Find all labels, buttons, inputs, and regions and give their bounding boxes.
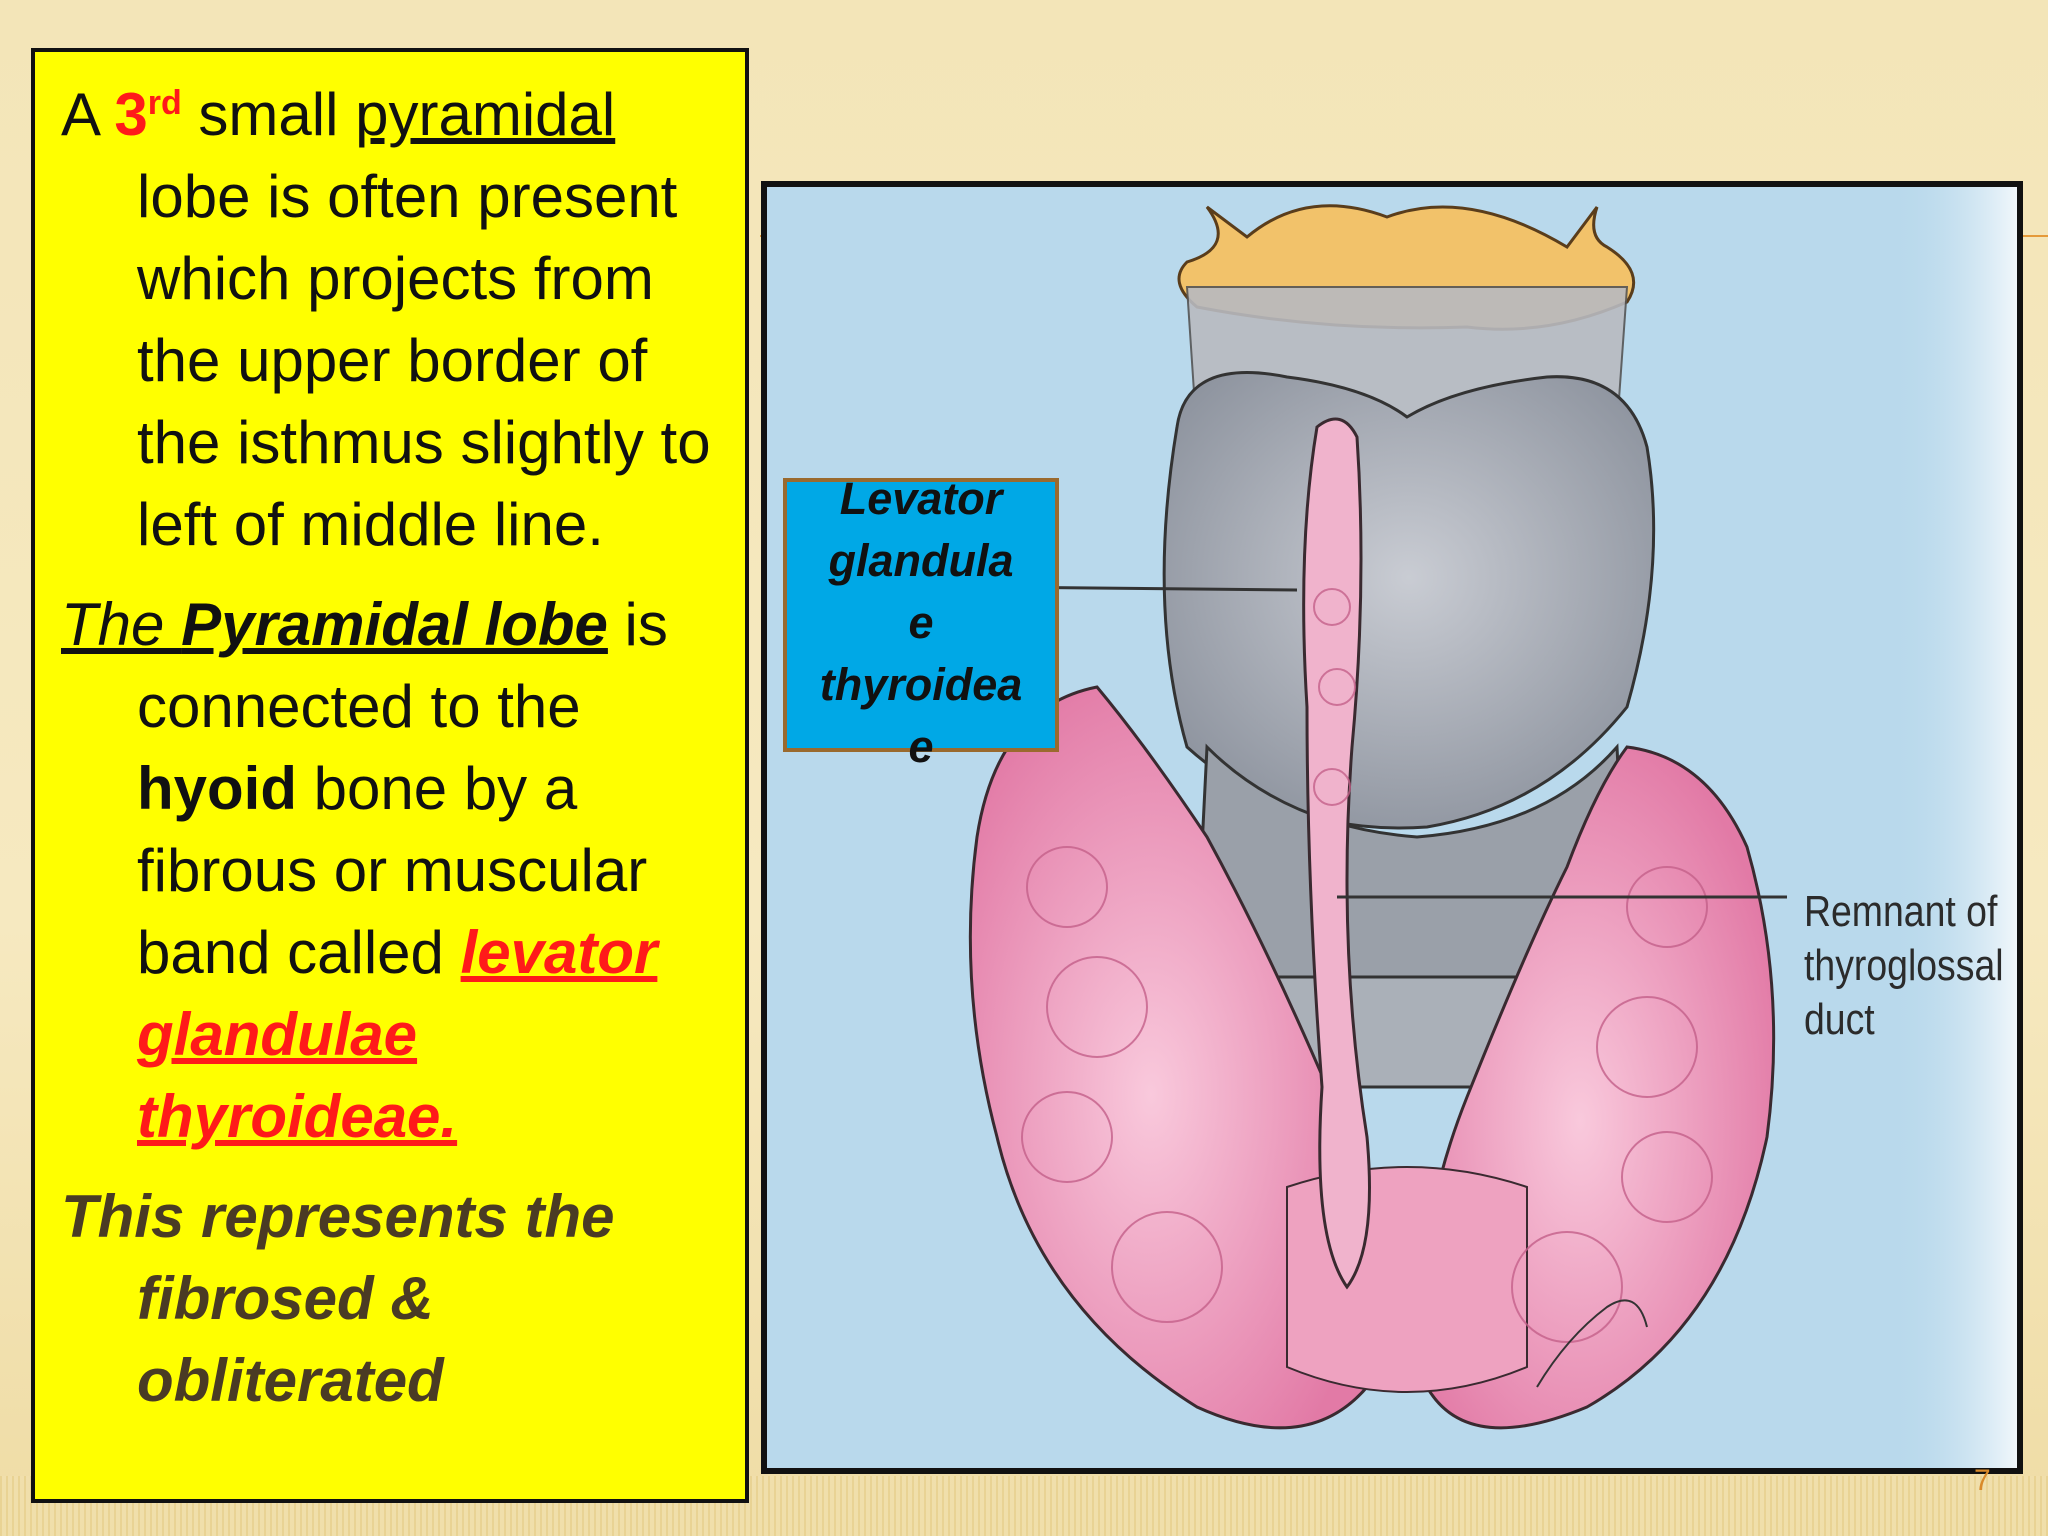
text-rest: lobe is often present which projects fro… <box>137 163 711 558</box>
label-line-1: Remnant of <box>1804 887 1998 936</box>
text-the: The <box>61 591 182 658</box>
label-line-2: thyroglossal <box>1804 941 2004 990</box>
term-pyramidal-lobe: Pyramidal lobe <box>181 591 608 658</box>
text-a: A <box>61 81 115 148</box>
text-band: bone by a fibrous or muscular band calle… <box>137 755 648 986</box>
callout-line-4: thyroidea <box>819 659 1023 710</box>
text-small: small <box>181 81 356 148</box>
term-hyoid: hyoid <box>137 755 297 822</box>
paragraph-pyramidal-lobe: A 3rd small pyramidal lobe is often pres… <box>35 74 745 566</box>
text-box: A 3rd small pyramidal lobe is often pres… <box>31 48 749 1503</box>
ordinal-number: 3 <box>114 81 148 148</box>
callout-line-3: e <box>908 597 934 648</box>
callout-line-5: e <box>908 721 934 772</box>
text-connected: is connected to the <box>137 591 668 740</box>
term-levator: levator glandulae thyroideae. <box>137 919 658 1150</box>
paragraph-represents: This represents the fibrosed & obliterat… <box>61 1183 615 1414</box>
levator-callout: Levator glandula e thyroidea e <box>783 473 1059 772</box>
label-line-3: duct <box>1804 995 1875 1044</box>
thyroid-drawing <box>767 187 2017 1468</box>
thyroid-illustration <box>761 181 2023 1474</box>
ordinal-suffix: rd <box>147 84 182 122</box>
term-pyramidal: pyramidal <box>355 81 616 148</box>
slide-number: 7 <box>1974 1464 1991 1497</box>
thyroglossal-label: Remnant of thyroglossal duct <box>1804 885 2004 1047</box>
callout-line-1: Levator <box>839 473 1003 524</box>
paragraph-connection: The Pyramidal lobe is connected to the h… <box>35 584 745 1158</box>
callout-line-2: glandula <box>828 535 1014 586</box>
